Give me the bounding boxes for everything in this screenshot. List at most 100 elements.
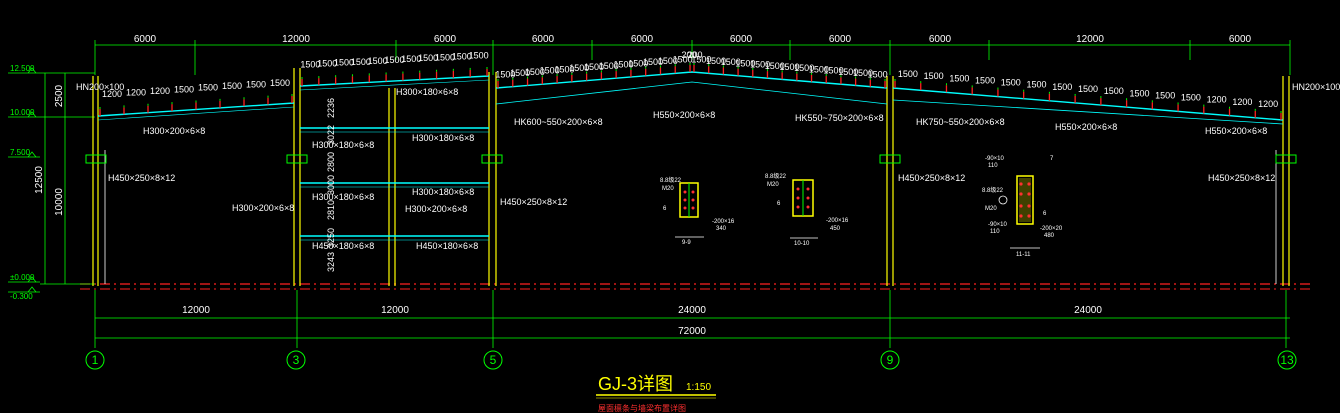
elevation-markers [8,67,40,293]
section-11-11: -90×10 110 8.8级22 M20 6 -200×20 480 -90×… [982,156,1063,258]
title-main: GJ-3详图 [598,374,673,394]
purlin-spacing-label: 1500 [1027,80,1047,90]
purlin-spacing-label: 1500 [525,67,545,77]
purlin-spacing-label: 1500 [1129,88,1149,98]
elev-12500: 12.500 [10,64,35,73]
elevation-labels: 12.500 10.000 7.500 ±0.000 -0.300 [10,64,35,301]
purlin-spacing-label: 1500 [495,69,515,79]
bottom-dim-3: 24000 [678,305,706,316]
purlin-spacing-label: 1500 [469,50,489,60]
label-rafter-2: H300×180×6×8 [396,87,458,97]
purlin-spacing-label: 1500 [924,71,944,81]
s9-note-2: M20 [662,186,674,192]
axis-label-1: 1 [92,353,99,367]
label-beam-6: H300×200×6×8 [232,203,294,213]
elev-7500: 7.500 [10,148,31,157]
purlin-spacing-label: 200 [687,50,702,60]
purlin-spacing-label: 1500 [334,58,354,68]
s11-note-1: -90×10 [985,156,1005,162]
s11-note-4: M20 [985,206,997,212]
member-labels: HN200×100 HN200×100 H300×200×6×8 H300×18… [76,82,1340,251]
label-col-1: H450×250×8×12 [108,173,175,183]
axis-bubble-1 [85,350,105,370]
bottom-dim-4: 24000 [1074,305,1102,316]
left-dim-labels: 2500 12500 10000 [34,84,65,215]
column-brackets [85,154,1297,164]
purlin-spacing-label: 1500 [554,64,574,74]
axis-labels: 1 3 5 9 13 [92,353,1294,367]
axis-bubble-3 [286,350,306,370]
s10-label: 10-10 [794,241,810,247]
label-col-3: H450×250×8×12 [898,173,965,183]
label-rafter-3: HK600~550×200×6×8 [514,117,603,127]
purlin-spacing-label: 1500 [401,54,421,64]
purlin-spacing-label: 1500 [351,57,371,67]
ground-lines [80,283,1310,290]
purlin-spacing-label: 1200 [126,88,146,98]
label-rafter-4: H550×200×6×8 [653,110,715,120]
axis-bubble-9 [880,350,900,370]
label-beam-8: H450×180×6×8 [416,241,478,251]
s9-note-4: -200×16 [712,219,735,225]
purlin-spacing-label: 1500 [384,55,404,65]
s11-note-7: 480 [1044,233,1055,239]
purlin-spacing-label: 1500 [765,61,785,71]
top-dim-2: 12000 [282,34,310,45]
top-dim-5: 6000 [631,34,654,45]
top-dim-labels: 6000 12000 6000 6000 6000 6000 6000 6000… [134,34,1252,45]
top-dim-1: 6000 [134,34,157,45]
purlin-spacing-label: 1500 [735,58,755,68]
s10-note-5: 450 [830,226,841,232]
purlin-spacing-label: 1500 [569,63,589,73]
s10-note-3: 6 [777,201,781,207]
purlin-spacing-label: 1200 [1232,97,1252,107]
left-dim-2500: 2500 [54,84,65,107]
axis-label-3: 3 [293,353,300,367]
story-dim-2: 3022 [326,125,336,145]
label-rafter-7: H550×200×6×8 [1055,122,1117,132]
purlin-spacing-label: 1200 [150,86,170,96]
purlin-spacing-label: 1500 [418,53,438,63]
purlin-spacing-label: 1500 [658,56,678,66]
purlin-spacing-label: 1500 [584,62,604,72]
s11-note-3: 8.8级22 [982,186,1004,194]
purlin-spacing-label: 1500 [1155,90,1175,100]
purlin-spacing-label: 1500 [368,56,388,66]
purlin-spacing-label: 1500 [1001,78,1021,88]
bottom-dim-1: 12000 [182,305,210,316]
purlin-spacing-label: 1500 [540,66,560,76]
purlin-spacing-label: 1500 [1181,93,1201,103]
label-col-2: H450×250×8×12 [500,197,567,207]
label-rafter-1: H300×200×6×8 [143,126,205,136]
purlin-spacing-label: 1500 [246,79,266,89]
axis-label-9: 9 [887,353,894,367]
purlin-spacing-label: 1500 [691,55,711,65]
label-beam-4: H300×180×6×8 [312,192,374,202]
purlin-spacing-label: 1500 [779,62,799,72]
purlin-spacing-label: 1500 [510,68,530,78]
purlin-spacing-label: 1500 [1104,86,1124,96]
drawing-title: GJ-3详图 1:150 屋面檩条与墙梁布置详图 [596,374,716,413]
top-dim-3: 6000 [434,34,457,45]
s10-note-4: -200×16 [826,218,849,224]
purlin-spacing-label: 1500 [1052,82,1072,92]
top-dim-9: 12000 [1076,34,1104,45]
story-dim-3: 2800 [326,152,336,172]
label-hn-right: HN200×100 [1292,82,1340,92]
purlin-spacing-label: 1500 [614,60,634,70]
purlin-spacing-label: 1500 [270,78,290,88]
top-dim-8: 6000 [929,34,952,45]
top-dimension-chain [94,40,1291,75]
story-dim-7: 3243 [326,252,336,272]
story-dim-4: 3000 [326,175,336,195]
s11-note-6: -200×20 [1040,226,1063,232]
bottom-dim-labels: 12000 12000 24000 24000 72000 [182,305,1102,337]
label-rafter-8: H550×200×6×8 [1205,126,1267,136]
axis-label-13: 13 [1280,353,1294,367]
purlin-spacing-label: 1500 [317,59,337,69]
s9-note-1: 8.8级22 [660,176,682,184]
axis-label-5: 5 [490,353,497,367]
section-10-10: 8.8级22 M20 6 -200×16 450 10-10 [765,172,849,247]
